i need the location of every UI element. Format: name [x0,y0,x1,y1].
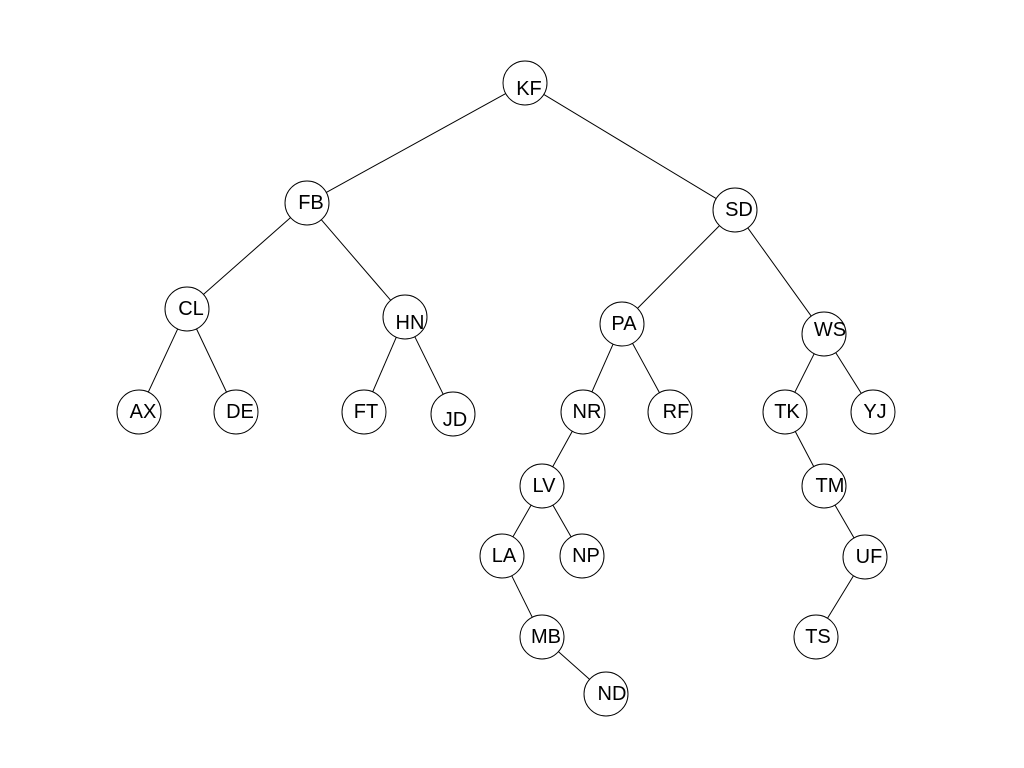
node-circle [164,286,210,332]
node-label: AX [130,401,157,423]
node-label: RF [663,401,690,423]
edge-lv-la [512,504,532,538]
tree-node-lv: LV [519,463,565,509]
node-label: TS [805,626,831,648]
node-label: DE [226,401,254,423]
node-label: UF [856,546,883,568]
node-label: NR [573,401,602,423]
edge-ws-tk [794,353,815,393]
tree-node-ft: FT [341,389,387,435]
node-circle [519,614,565,660]
node-label: YJ [863,401,886,423]
node-label: JD [443,409,467,431]
tree-node-ax: AX [116,389,162,435]
node-label: NP [572,545,600,567]
tree-node-hn: HN [382,294,428,340]
edge-la-mb [511,575,533,618]
node-label: CL [178,298,204,320]
node-circle [762,389,808,435]
node-circle [430,391,476,437]
tree-node-nr: NR [560,389,606,435]
node-circle [712,187,758,233]
node-label: ND [598,683,627,705]
edge-tk-tm [794,431,815,467]
tree-nodes: KF FB SD CL HN PA WS AX DE FT JD NR RF TK YJ LV TM LA NP UF… [116,60,896,717]
edge-uf-ts [827,575,854,619]
node-label: FB [298,192,324,214]
edge-pa-nr [591,343,614,393]
edge-fb-cl [203,217,291,295]
node-circle [116,389,162,435]
tree-node-de: DE [213,389,259,435]
edge-sd-ws [747,227,812,317]
edge-hn-ft [372,337,397,392]
edge-nr-lv [552,430,573,468]
tree-node-ws: WS [801,311,847,357]
edge-mb-nd [558,651,590,680]
node-label: TK [774,401,800,423]
node-circle [793,614,839,660]
edge-hn-jd [414,336,444,395]
node-label: MB [531,626,561,648]
node-circle [519,463,565,509]
node-label: HN [396,312,425,334]
node-label: LV [533,475,557,497]
edge-kf-sd [543,93,717,200]
edge-pa-rf [632,343,660,393]
node-circle [850,389,896,435]
edge-kf-fb [326,93,506,193]
tree-node-np: NP [559,533,605,579]
node-circle [213,389,259,435]
node-label: TM [816,475,845,497]
tree-node-jd: JD [430,391,476,437]
edge-cl-de [196,328,227,393]
tree-node-pa: PA [599,301,645,347]
node-circle [599,301,645,347]
node-label: WS [814,319,846,341]
tree-node-la: LA [479,533,525,579]
tree-node-rf: RF [647,389,693,435]
tree-node-mb: MB [519,614,565,660]
edge-ws-yj [835,352,862,394]
edge-lv-np [552,504,572,538]
tree-node-nd: ND [583,671,629,717]
edge-fb-hn [320,219,392,301]
tree-edges [147,93,862,680]
edge-cl-ax [147,328,179,393]
node-circle [583,671,629,717]
node-label: KF [516,78,542,100]
node-label: PA [611,313,637,335]
node-circle [284,180,330,226]
node-circle [560,389,606,435]
node-circle [502,60,548,106]
tree-node-kf: KF [502,60,548,106]
edge-tm-uf [834,504,855,539]
node-circle [842,534,888,580]
node-circle [801,463,847,509]
node-circle [382,294,428,340]
node-circle [559,533,605,579]
tree-node-yj: YJ [850,389,896,435]
tree-node-sd: SD [712,187,758,233]
tree-node-tk: TK [762,389,808,435]
node-circle [479,533,525,579]
tree-node-uf: UF [842,534,888,580]
node-circle [341,389,387,435]
node-label: SD [725,199,753,221]
node-label: LA [492,545,517,567]
node-circle [801,311,847,357]
tree-node-ts: TS [793,614,839,660]
tree-node-tm: TM [801,463,847,509]
node-label: FT [354,401,378,423]
tree-node-cl: CL [164,286,210,332]
node-circle [647,389,693,435]
edge-sd-pa [637,225,720,309]
tree-node-fb: FB [284,180,330,226]
